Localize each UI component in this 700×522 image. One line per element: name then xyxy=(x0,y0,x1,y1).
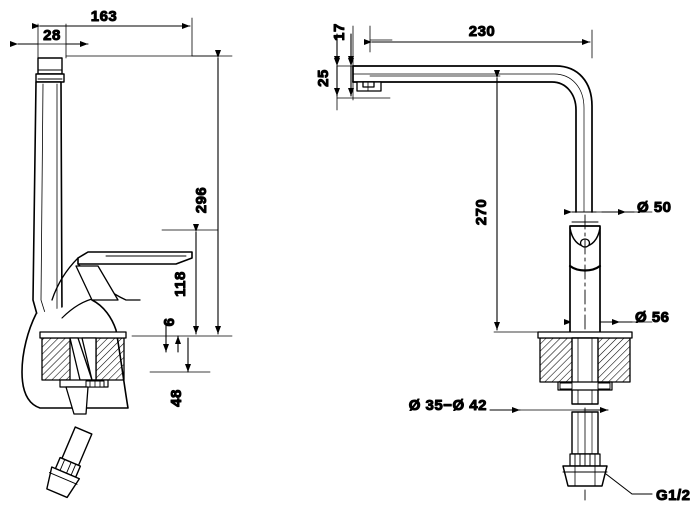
detached-hose-fitting xyxy=(46,426,93,499)
spout-column xyxy=(32,81,63,319)
lever-handle xyxy=(51,251,193,301)
dim-163-label: 163 xyxy=(91,8,118,25)
counter-hatched-section-front xyxy=(537,331,633,383)
dim-25 xyxy=(334,58,354,97)
dim-48-label: 48 xyxy=(168,389,185,407)
supply-tube xyxy=(569,411,601,467)
spout-top-cap xyxy=(37,57,63,75)
side-view-extension-lines xyxy=(37,17,233,373)
dim-28-label: 28 xyxy=(43,27,61,44)
dim-230-label: 230 xyxy=(469,23,496,40)
counter-hatched-section xyxy=(39,331,127,381)
spout-aerator xyxy=(356,81,382,92)
spout-cap-collar xyxy=(35,73,65,83)
dim-118-label: 118 xyxy=(172,271,189,297)
hex-nut-fitting xyxy=(562,465,608,487)
threaded-shank xyxy=(557,337,613,405)
dim-270-label: 270 xyxy=(473,199,490,226)
dim-6-label: 6 xyxy=(161,318,178,327)
dim-6 xyxy=(163,321,181,353)
dim-296-label: 296 xyxy=(193,187,210,214)
dim-mounting-hole-label: Ø 35−Ø 42 xyxy=(409,397,487,414)
spout-arm xyxy=(352,65,593,213)
leader-g12 xyxy=(597,466,653,495)
dim-17-label: 17 xyxy=(331,23,348,41)
dim-dia56-label: Ø 56 xyxy=(635,309,670,326)
handle-base-wedge xyxy=(75,265,119,301)
dim-dia50-label: Ø 50 xyxy=(637,199,672,216)
front-view-group: 230 17 25 270 Ø 50 Ø 56 xyxy=(315,23,691,505)
thread-spec-label: G1/2 xyxy=(656,487,691,504)
dim-25-label: 25 xyxy=(315,69,332,87)
side-view-group: 163 28 296 118 6 48 xyxy=(10,8,233,499)
mounting-stud xyxy=(59,337,109,415)
